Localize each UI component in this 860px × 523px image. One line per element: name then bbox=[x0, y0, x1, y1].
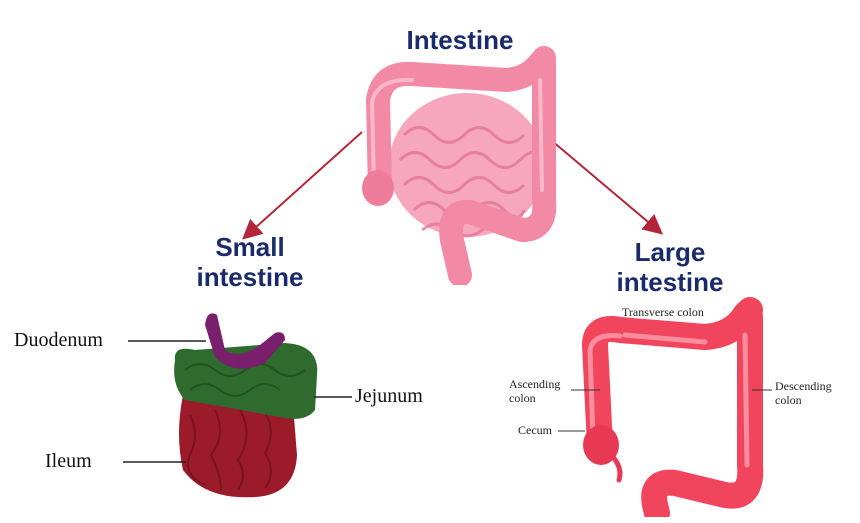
transverse-colon-label: Transverse colon bbox=[622, 305, 704, 319]
small-intestine-title-line2: intestine bbox=[196, 261, 304, 292]
arrow-to-small-intestine bbox=[242, 131, 363, 240]
small-intestine-title: Small intestine bbox=[180, 232, 320, 293]
ileum-label: Ileum bbox=[45, 450, 92, 472]
large-intestine-title: Large intestine bbox=[600, 237, 740, 298]
large-intestine-title-line2: intestine bbox=[616, 266, 724, 297]
intestine-title: Intestine bbox=[406, 25, 514, 55]
ascending-colon-label-line1: Ascending bbox=[509, 377, 561, 391]
descending-colon-label-line2: colon bbox=[775, 392, 802, 407]
large-intestine-title-line1: Large bbox=[634, 237, 706, 267]
small-intestine-illustration bbox=[174, 313, 318, 498]
jejunum-label: Jejunum bbox=[355, 385, 423, 407]
arrow-to-large-intestine bbox=[544, 134, 664, 235]
duodenum-segment bbox=[205, 313, 285, 369]
jejunum-segment bbox=[174, 343, 318, 419]
large-intestine-illustration bbox=[582, 297, 764, 517]
ascending-colon-label-line2: colon bbox=[509, 390, 536, 405]
intestine-illustration bbox=[362, 46, 557, 285]
small-intestine-title-line1: Small bbox=[215, 232, 285, 262]
descending-colon-label: Descending colon bbox=[775, 379, 832, 408]
cecum-label: Cecum bbox=[518, 423, 552, 437]
duodenum-label: Duodenum bbox=[14, 329, 103, 351]
ileum-segment bbox=[179, 395, 297, 498]
descending-colon-label-line1: Descending bbox=[775, 379, 832, 393]
ascending-colon-label: Ascending colon bbox=[509, 377, 561, 406]
